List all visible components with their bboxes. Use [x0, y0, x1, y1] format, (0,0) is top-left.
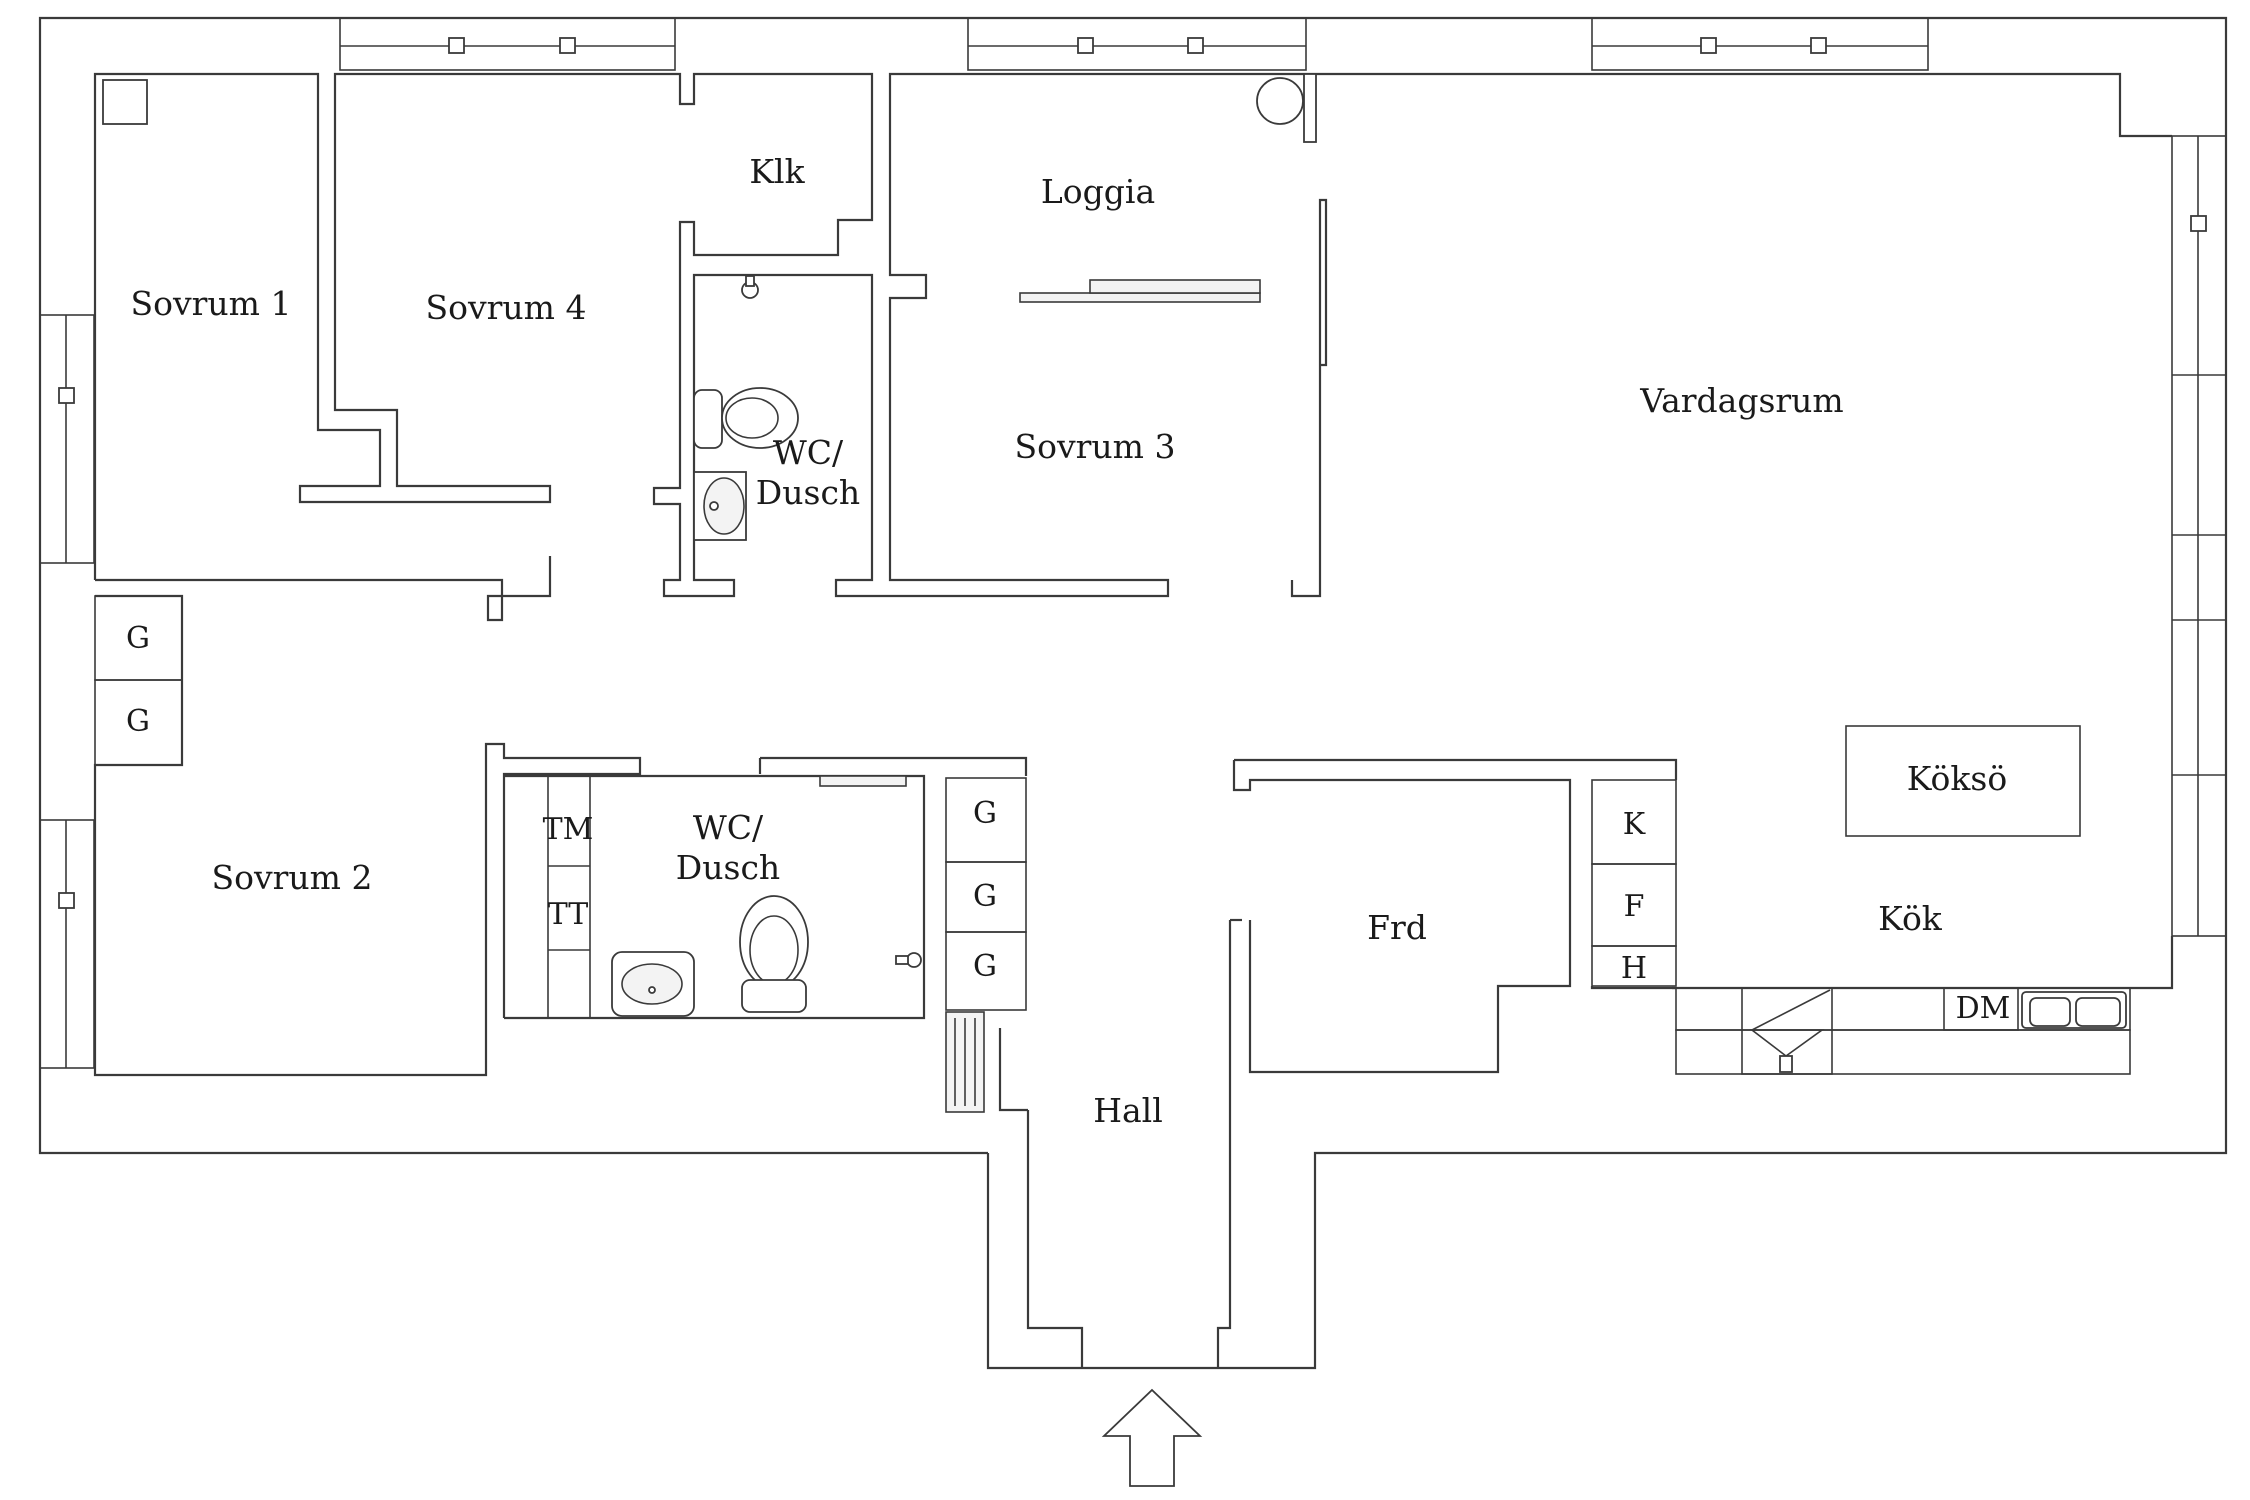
shelf-label-tt: TT [548, 897, 589, 932]
room-label-sovrum2: Sovrum 2 [212, 858, 373, 897]
room-label-sovrum4: Sovrum 4 [426, 288, 587, 327]
room-labels: Sovrum 1 Sovrum 4 Klk Loggia Sovrum 3 Va… [131, 152, 2008, 1130]
room-label-hall: Hall [1093, 1091, 1163, 1130]
room-label-sovrum3: Sovrum 3 [1015, 427, 1176, 466]
room-label-klk: Klk [749, 152, 805, 191]
appliance-label-f: F [1624, 889, 1645, 924]
appliance-label-k: K [1623, 807, 1646, 842]
room-label-kok: Kök [1878, 899, 1943, 938]
closet-label-g1: G [126, 621, 150, 656]
interior-walls [93, 72, 2174, 1077]
entrance-arrow [1101, 1388, 1203, 1487]
room-label-kokso: Köksö [1907, 759, 2007, 798]
shelf-label-tm: TM [543, 812, 594, 847]
closet-label-g5: G [973, 949, 997, 984]
room-label-loggia: Loggia [1041, 172, 1155, 211]
appliance-label-dm: DM [1956, 991, 2011, 1026]
room-label-frd: Frd [1367, 908, 1427, 947]
closet-label-g3: G [973, 796, 997, 831]
room-label-vardagsrum: Vardagsrum [1639, 381, 1843, 420]
fixtures [102, 79, 2127, 1487]
closet-label-g2: G [126, 704, 150, 739]
room-label-wc2-line1: WC/ [693, 808, 764, 847]
room-label-wc1-line1: WC/ [773, 433, 844, 472]
appliance-label-h: H [1621, 951, 1647, 986]
room-label-sovrum1: Sovrum 1 [131, 284, 292, 323]
closet-labels: G G G G G TM TT K F H DM [94, 595, 2011, 1026]
room-label-wc2-line2: Dusch [676, 848, 780, 887]
closet-label-g4: G [973, 879, 997, 914]
outer-walls [38, 16, 2228, 1370]
windows [39, 17, 2227, 1069]
room-label-wc1-line2: Dusch [756, 473, 860, 512]
